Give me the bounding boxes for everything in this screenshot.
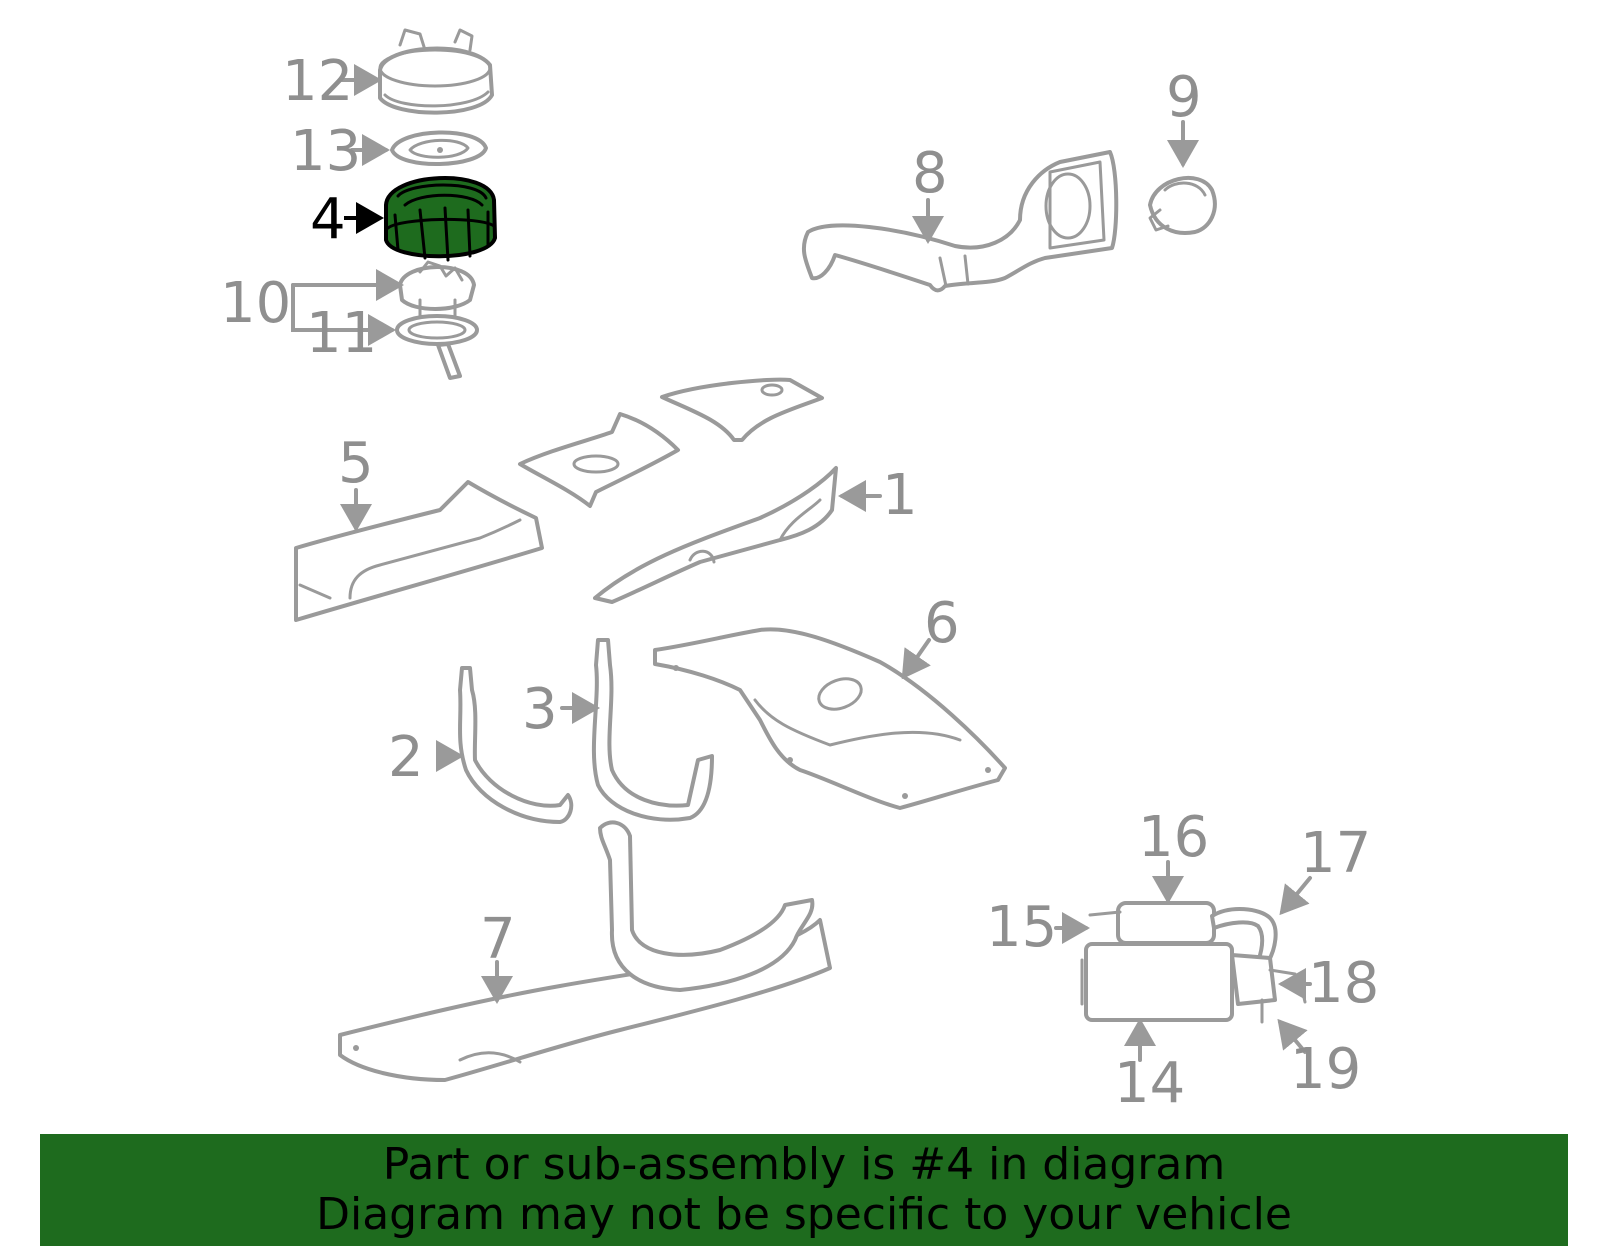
banner-line-2: Diagram may not be specific to your vehi… (316, 1189, 1292, 1240)
callout-3: 3 (522, 677, 558, 742)
callout-17: 17 (1300, 821, 1371, 886)
part-8-filler-pipe (801, 150, 1119, 293)
part-7-cross-member (338, 820, 832, 1082)
callout-7: 7 (480, 907, 516, 972)
part-5-heat-shield (294, 480, 544, 622)
part-11-seal (395, 314, 479, 380)
part-shield-middle (518, 412, 680, 508)
part-1-heat-shield (593, 466, 838, 604)
part-shield-upper (660, 377, 824, 442)
callout-18: 18 (1308, 951, 1379, 1016)
callout-1: 1 (882, 463, 918, 528)
part-14-canister-assembly (1080, 901, 1307, 1024)
callout-4: 4 (310, 187, 346, 252)
callout-12: 12 (282, 49, 353, 114)
callout-8: 8 (912, 141, 948, 206)
callout-14: 14 (1114, 1051, 1185, 1116)
callout-6: 6 (924, 591, 960, 656)
callout-9: 9 (1166, 65, 1202, 130)
callout-11: 11 (306, 301, 377, 366)
part-3-tank-strap (591, 638, 714, 822)
part-13-seal (390, 130, 488, 166)
callout-19: 19 (1290, 1037, 1361, 1102)
part-9-fuel-cap (1148, 176, 1217, 235)
callout-13: 13 (290, 119, 361, 184)
info-banner: Part or sub-assembly is #4 in diagram Di… (40, 1134, 1568, 1246)
callout-10: 10 (220, 271, 291, 336)
part-12-lock-ring (378, 28, 494, 115)
banner-line-1: Part or sub-assembly is #4 in diagram (382, 1139, 1226, 1190)
callout-16: 16 (1138, 805, 1209, 870)
part-6-skid-plate (653, 627, 1007, 810)
callout-15: 15 (986, 895, 1057, 960)
callout-2: 2 (388, 725, 424, 790)
part-10-fuel-sender (398, 260, 476, 320)
part-4-lock-ring-highlighted (384, 176, 497, 262)
callout-5: 5 (338, 431, 374, 496)
leader-lines (291, 64, 1312, 1062)
